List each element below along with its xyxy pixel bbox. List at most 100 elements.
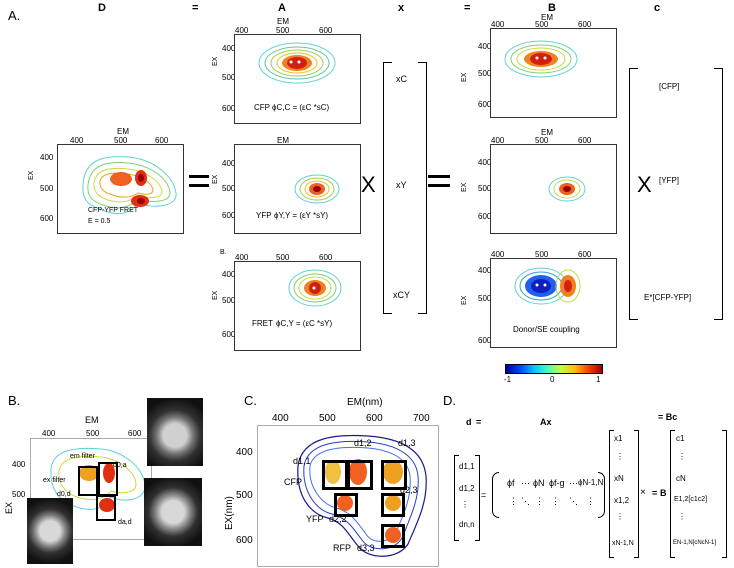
c-vector-item-1: [YFP]	[659, 176, 680, 185]
a-plot-yfp-svg	[294, 174, 340, 204]
d-ex-500: 500	[40, 184, 54, 193]
c-vector-item-2: E*[CFP-YFP]	[644, 293, 692, 302]
equals-sign-2-bottom	[428, 184, 450, 187]
pd-times: ×	[640, 487, 646, 498]
pc-box-d33	[381, 524, 405, 548]
d-ex-axis-label: EX	[28, 170, 35, 180]
pc-contour-plot	[257, 425, 439, 567]
a3-formula: ϕC,Y = (εC *sY)	[276, 319, 333, 328]
pd-c-5: EN-1,N[cNcN-1]	[673, 540, 717, 546]
a3-ex-label: EX	[212, 290, 219, 300]
b-plot-1-svg	[504, 40, 578, 78]
b3-ex-500: 500	[478, 294, 492, 303]
header-eq2: =	[464, 2, 471, 14]
b1-tick-600: 600	[578, 20, 592, 29]
a3-ex-400: 400	[222, 270, 236, 279]
pc-contour-svg	[297, 434, 427, 557]
c-vector-item-0: [CFP]	[659, 82, 680, 91]
b1-ex-400: 400	[478, 42, 492, 51]
pd-c-1: ⋮	[678, 452, 686, 461]
x-vector-left-bracket	[383, 62, 392, 314]
b2-ex-600: 600	[478, 212, 492, 221]
a2-ex-label: EX	[212, 174, 219, 184]
panel-b-letter: B.	[8, 393, 21, 408]
pc-box-d23	[381, 493, 405, 517]
equals-sign-1-bottom	[189, 184, 209, 187]
a3-tick-600: 600	[319, 253, 333, 262]
pd-x-1: ⋮	[616, 452, 624, 461]
pc-box-d13	[381, 460, 407, 490]
x-vector-item-2: xCY	[393, 290, 411, 300]
d-tick-400: 400	[70, 136, 84, 145]
b2-ex-500: 500	[478, 184, 492, 193]
pd-x-0: x1	[614, 434, 623, 443]
d-tick-500: 500	[114, 136, 128, 145]
equals-sign-2-top	[428, 175, 450, 178]
pd-bc: = Bc	[658, 412, 678, 422]
b3-tick-600: 600	[578, 250, 592, 259]
c-vector-right-bracket	[714, 68, 723, 320]
pd-phi2-4: ⋱	[569, 496, 578, 506]
pd-phi2-1: ⋱	[521, 496, 530, 506]
pd-eq: =	[476, 417, 482, 427]
a-tick-500: 500	[276, 26, 290, 35]
equals-sign-1-top	[189, 175, 209, 178]
x-vector-right-bracket	[418, 62, 427, 314]
d-plot-label-2: E = 0.5	[88, 218, 111, 225]
pd-d: d	[466, 417, 472, 427]
pb-d0d: d0,d	[57, 491, 71, 498]
b3-ex-600: 600	[478, 336, 492, 345]
pb-dad: da,d	[118, 519, 132, 526]
pd-phi-4: ⋯	[569, 478, 578, 488]
a1-ex-500: 500	[222, 73, 236, 82]
c-vector-left-bracket	[629, 68, 638, 320]
a3-ex-500: 500	[222, 296, 236, 305]
pd-eq2: =	[481, 490, 487, 500]
header-a: A	[278, 2, 286, 14]
b3-tick-400: 400	[491, 250, 505, 259]
b-plot-2	[490, 144, 617, 234]
pd-phi-5: ϕN-1,N	[578, 478, 604, 487]
pd-phi-3: ϕf-g	[549, 478, 565, 488]
pc-rfp: RFP	[333, 543, 351, 553]
pd-eq-b: =	[652, 488, 658, 498]
a-tick-600: 600	[319, 26, 333, 35]
b2-tick-500: 500	[535, 136, 549, 145]
pc-yfp: YFP	[306, 514, 324, 524]
b3-ex-400: 400	[478, 266, 492, 275]
d-ex-600: 600	[40, 214, 54, 223]
pb-cell-image-bottom	[144, 478, 202, 546]
header-x: x	[398, 2, 405, 14]
pc-cfp: CFP	[284, 477, 302, 487]
pd-b: B	[660, 488, 667, 498]
pb-ex-400: 400	[12, 460, 26, 469]
a-plot-cfp-svg	[258, 42, 336, 84]
pd-x-5: xN-1,N	[612, 540, 634, 547]
pd-c-2: cN	[676, 474, 686, 483]
pc-d33: d3,3	[357, 543, 375, 553]
pd-d-vec-2: ⋮	[461, 500, 469, 509]
pd-d-vec-3: dn,n	[459, 520, 475, 529]
pd-c-left	[670, 430, 675, 558]
a-plot-fret-svg	[288, 269, 342, 307]
pb-tick-600: 600	[128, 429, 142, 438]
pd-x-3: x1,2	[614, 496, 630, 505]
pb-box-ex-filter	[78, 466, 98, 496]
pb-ex-axis: EX	[4, 501, 14, 514]
pb-tick-400: 400	[42, 429, 56, 438]
pb-tick-500: 500	[86, 429, 100, 438]
a1-ex-600: 600	[222, 104, 236, 113]
times-sign-2: X	[637, 172, 652, 197]
pd-c-right	[722, 430, 727, 558]
b-plot-1	[490, 28, 617, 118]
pc-d11: d1,1	[293, 456, 311, 466]
pc-d12: d1,2	[354, 438, 372, 448]
a3-tick-500: 500	[276, 253, 290, 262]
pd-phi2-3: ⋮	[551, 496, 560, 506]
a3-tick-400: 400	[235, 253, 249, 262]
colorbar-min: -1	[504, 375, 512, 384]
pd-c-4: ⋮	[678, 512, 686, 521]
pd-ax: Ax	[540, 417, 552, 427]
pc-d13: d1,3	[398, 438, 416, 448]
b1-tick-500: 500	[535, 20, 549, 29]
